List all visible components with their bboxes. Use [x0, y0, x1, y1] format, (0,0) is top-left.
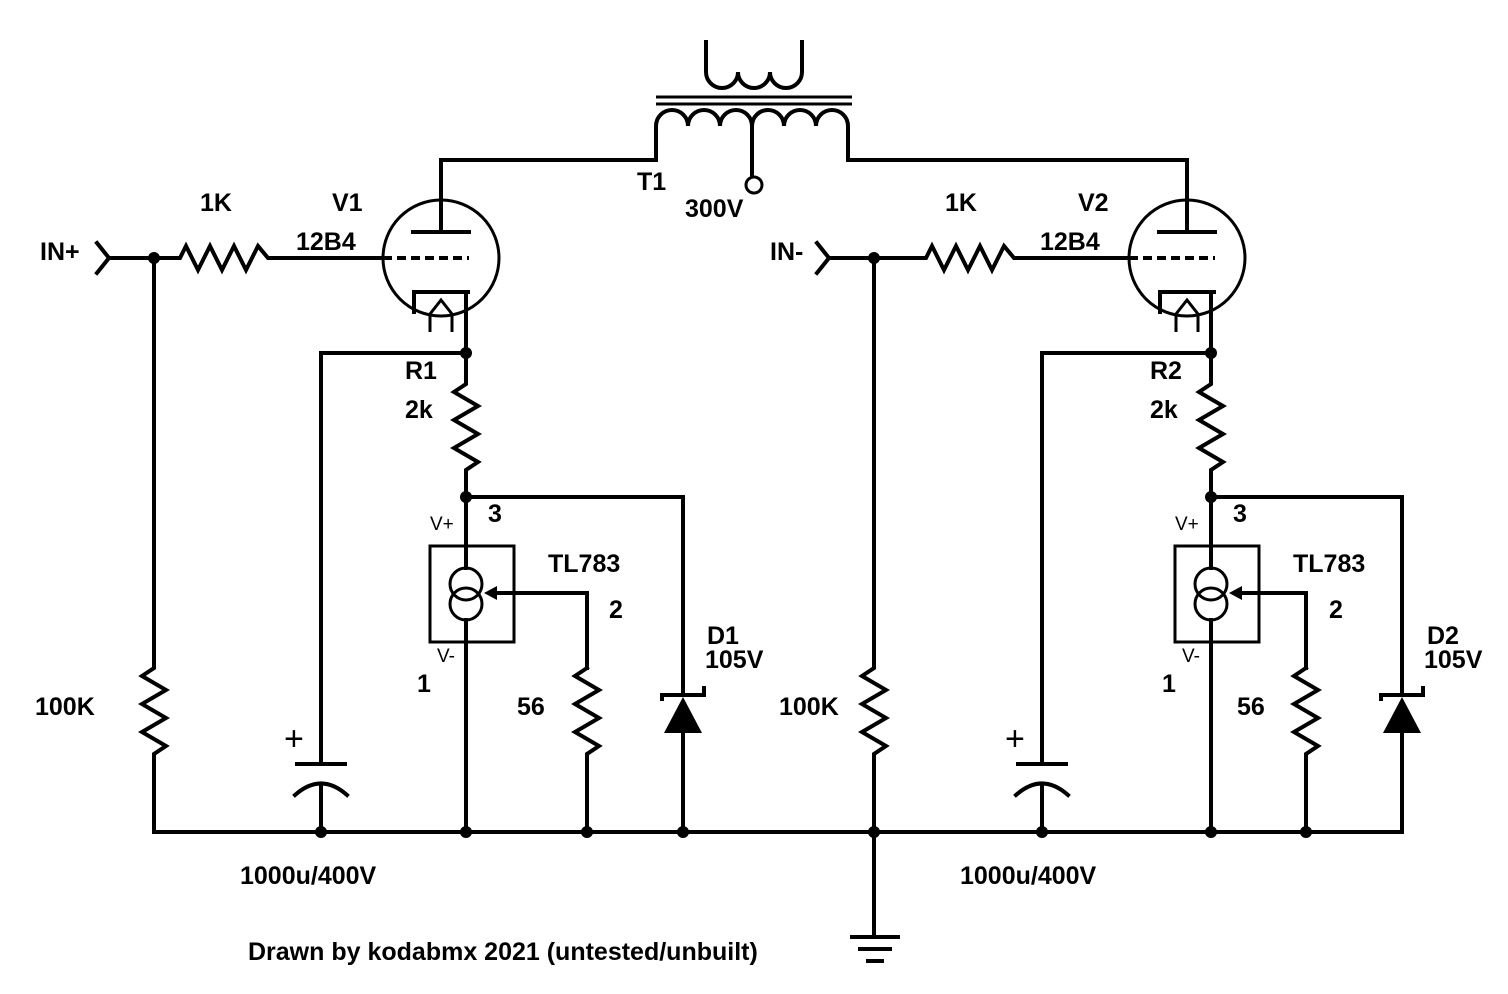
input-plus-label: IN+	[40, 238, 80, 266]
zener-diode-d1-icon	[660, 686, 706, 834]
grid-leak-value-2: 100K	[779, 693, 839, 721]
cap-polarity-1: +	[284, 720, 304, 758]
pin-1-label-1: 1	[417, 670, 431, 698]
input-minus-label: IN-	[770, 238, 803, 266]
adj-resistor-value-1: 56	[517, 693, 545, 721]
pin-vminus-1: V-	[437, 646, 455, 667]
plate-wire-v1	[439, 158, 658, 208]
transformer-ref: T1	[637, 168, 666, 196]
zener-wire-2	[1209, 495, 1404, 696]
d1-ref: D1	[707, 622, 739, 650]
plate-wire-v2	[846, 158, 1189, 208]
credit-text: Drawn by kodabmx 2021 (untested/unbuilt)	[248, 938, 758, 966]
regulator-label-1: TL783	[548, 550, 620, 578]
d1-value: 105V	[705, 646, 764, 674]
r2-ref: R2	[1150, 357, 1182, 385]
pin-3-label-2: 3	[1233, 500, 1247, 528]
adj-resistor-1	[571, 665, 603, 834]
d2-ref: D2	[1427, 622, 1459, 650]
ground-bus	[152, 826, 1404, 938]
r1-value: 2k	[405, 396, 433, 424]
pin-3-label-1: 3	[488, 500, 502, 528]
output-transformer: T1 300V	[637, 40, 852, 223]
cathode-resistor-r2	[1195, 351, 1227, 499]
pin-vplus-1: V+	[430, 514, 454, 535]
ground-icon	[850, 935, 900, 963]
tube-ref-v1: V1	[332, 189, 363, 217]
grid-stopper-resistor-1	[107, 241, 385, 275]
pin-vminus-2: V-	[1182, 646, 1200, 667]
cap-polarity-2: +	[1005, 720, 1025, 758]
tube-type-v1: 12B4	[296, 228, 356, 256]
adj-resistor-value-2: 56	[1237, 693, 1265, 721]
grid-stopper-resistor-2	[827, 241, 1131, 275]
tube-ref-v2: V2	[1078, 189, 1109, 217]
channel-1: IN+ 1K 100K V1 12B4 R1 2k	[35, 189, 764, 890]
transformer-tap-voltage: 300V	[685, 195, 744, 223]
grid-stopper-value-1: 1K	[200, 189, 232, 217]
grid-leak-resistor-2	[858, 256, 890, 834]
capacitor-2-icon	[1013, 762, 1071, 834]
capacitor-value-1: 1000u/400V	[240, 862, 377, 890]
grid-leak-resistor-1	[138, 256, 170, 834]
tube-v2-icon	[1127, 198, 1247, 355]
cathode-resistor-r1	[450, 351, 482, 499]
grid-leak-value-1: 100K	[35, 693, 95, 721]
capacitor-1-icon	[292, 762, 350, 834]
pin-2-label-1: 2	[609, 596, 623, 624]
b-plus-terminal-icon	[744, 175, 764, 195]
channel-2: IN- 1K 100K V2 12B4 R2 2k V+	[770, 189, 1483, 890]
tube-type-v2: 12B4	[1040, 228, 1100, 256]
zener-wire-1	[464, 495, 685, 696]
tube-v1-icon	[381, 198, 501, 355]
regulator-label-2: TL783	[1293, 550, 1365, 578]
r2-value: 2k	[1150, 396, 1178, 424]
capacitor-value-2: 1000u/400V	[960, 862, 1097, 890]
grid-stopper-value-2: 1K	[945, 189, 977, 217]
cathode-cap-wire-2	[1040, 351, 1213, 764]
r1-ref: R1	[405, 357, 437, 385]
pin-vplus-2: V+	[1175, 514, 1199, 535]
pin-2-label-2: 2	[1329, 596, 1343, 624]
pin-1-label-2: 1	[1162, 670, 1176, 698]
adj-resistor-2	[1290, 665, 1322, 834]
cathode-cap-wire-1	[319, 351, 468, 764]
d2-value: 105V	[1424, 646, 1483, 674]
zener-diode-d2-icon	[1379, 686, 1425, 834]
